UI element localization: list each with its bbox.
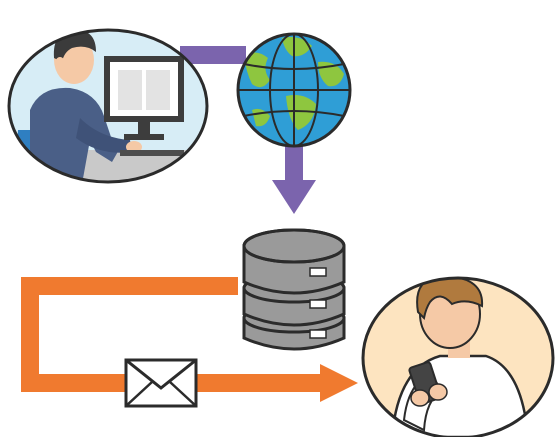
server-stack-icon xyxy=(242,228,346,351)
person-with-smartphone-icon xyxy=(361,276,555,437)
globe-icon xyxy=(236,32,352,148)
connector-worker-to-internet xyxy=(180,46,246,64)
connector-internet-to-server xyxy=(272,140,316,214)
person-at-computer-icon xyxy=(7,28,209,184)
envelope-icon xyxy=(124,358,198,408)
